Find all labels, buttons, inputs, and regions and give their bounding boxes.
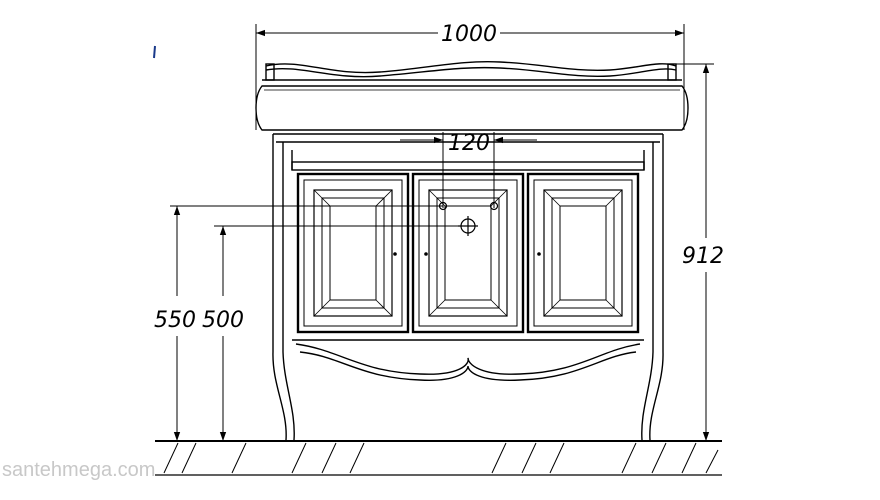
dimension-drain-heights bbox=[170, 205, 460, 441]
water-connection-points bbox=[438, 201, 499, 236]
floor-hatching bbox=[163, 442, 719, 474]
watermark-text: santehmega.com bbox=[2, 459, 155, 481]
cabinet-frame bbox=[272, 133, 664, 441]
floor-line bbox=[155, 440, 722, 476]
cabinet-door-center bbox=[411, 172, 525, 334]
sink-countertop bbox=[255, 61, 689, 131]
edge-mark bbox=[153, 45, 156, 59]
dimension-width-label: 1000 bbox=[441, 22, 497, 47]
dimension-height bbox=[676, 63, 714, 441]
dimension-drain-upper-label: 550 bbox=[154, 308, 196, 333]
dimension-height-label: 912 bbox=[682, 244, 724, 269]
dimension-tap-spacing bbox=[400, 132, 537, 208]
cabinet-door-left bbox=[296, 172, 410, 334]
dimension-tap-spacing-label: 120 bbox=[448, 131, 490, 156]
cabinet-door-right bbox=[526, 172, 640, 334]
dimension-drain-lower-label: 500 bbox=[202, 308, 244, 333]
dimension-width bbox=[255, 24, 685, 130]
door-knobs bbox=[393, 252, 541, 256]
